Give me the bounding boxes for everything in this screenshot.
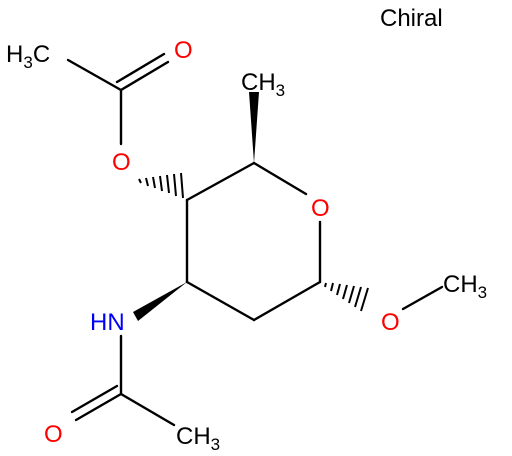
chiral-label: Chiral — [380, 5, 443, 32]
bond-c4-c5 — [185, 161, 256, 202]
bond-carbonyl-o-top-2 — [115, 52, 166, 84]
atom-ch3-bottom: CH3 — [176, 423, 220, 454]
bond-ch3-carbonyl-top — [66, 58, 123, 92]
bond-c2-c3 — [185, 280, 256, 322]
atom-ch3-top-left: H3C — [6, 41, 50, 72]
bonds — [66, 52, 444, 427]
wedge-c5-ch3 — [249, 92, 259, 163]
bond-amide-ch3 — [119, 392, 176, 427]
atom-o-carbonyl-bottom: O — [44, 421, 63, 448]
hash-wedge-methoxy — [324, 282, 369, 312]
bond-carbonyl-o-top-1 — [119, 60, 170, 92]
atoms: H3C O O CH3 O HN O CH3 O CH3 — [6, 37, 487, 454]
atom-o-carbonyl-top: O — [174, 37, 193, 64]
hash-wedge-ester — [138, 172, 184, 199]
atom-ch3-top: CH3 — [241, 69, 285, 100]
bond-c5-oring — [252, 161, 308, 196]
bond-amide-o-1 — [74, 392, 123, 422]
atom-o-ester: O — [112, 149, 131, 176]
bond-methoxy-ch3 — [401, 285, 444, 311]
wedge-c3-n — [133, 282, 187, 321]
atom-o-methoxy: O — [381, 309, 400, 336]
atom-nh: HN — [90, 309, 125, 336]
atom-ch3-methoxy: CH3 — [443, 271, 487, 302]
bond-amide-o-2 — [70, 384, 119, 414]
bond-c1-c2 — [252, 280, 322, 322]
atom-o-ring: O — [311, 195, 330, 222]
